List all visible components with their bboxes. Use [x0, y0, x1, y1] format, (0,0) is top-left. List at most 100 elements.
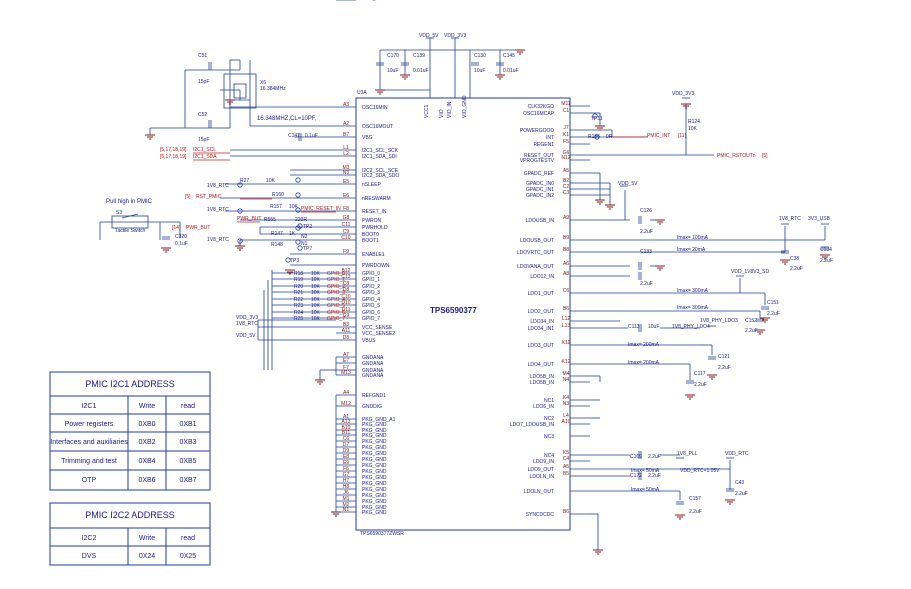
left-pin-name: GNDANA [362, 361, 384, 367]
i2c1-row-read: 0XB5 [179, 458, 196, 465]
right-pin-number: C3 [563, 190, 570, 196]
right-pin-name: NC2 [544, 416, 554, 422]
left-pin-name: PKG_GND [362, 428, 387, 434]
left-pin-name: PKG_GND [362, 499, 387, 505]
test-point [237, 238, 243, 244]
c145-label: C145 [503, 53, 515, 59]
r124-label: R124 [688, 119, 700, 125]
right-pin-number: J7 [563, 125, 569, 131]
left-pin-number: N13 [341, 0, 350, 2]
left-pin-number: E9 [343, 460, 349, 466]
imax-ldousb: Imax= 100mA [677, 235, 709, 241]
right-pin-name: GPADC_IN2 [526, 193, 554, 199]
rail-1v8-phy-ldo4: 1V8_PHY_LDO4 [672, 324, 710, 330]
right-pin-name: LDO9_OUT [528, 467, 554, 473]
left-pin-name: nSLEEP [362, 182, 382, 188]
right-pin-number: M4 [563, 371, 570, 377]
i2c1-row-read: 0XB3 [179, 439, 196, 446]
rail-1v8-rtc-a: 1V8_RTC [207, 183, 229, 189]
right-pin-name: LDO1_OUT [528, 291, 554, 297]
c151-label: C151 [767, 300, 779, 306]
left-pin-number: D9 [343, 448, 350, 454]
left-pin-number: F8 [343, 206, 349, 212]
c133-value: 2.2uF [640, 281, 653, 287]
gpio-resistor-value: 10K [311, 303, 321, 309]
gpio-net-label: GPIO_2 [327, 284, 345, 290]
i2c1-row-read: 0XB1 [179, 421, 196, 428]
r555-label: R555 [264, 217, 276, 223]
left-pin-name: PKG_GND [362, 457, 387, 463]
c130-value: 10uF [474, 68, 485, 74]
right-pin-number: L13 [562, 323, 571, 329]
right-pin-name: LDO5B_IN [530, 380, 555, 386]
c169-label: C169 [630, 454, 642, 460]
gpio-resistor-value: 10K [311, 297, 321, 303]
c139-value: 0.01uF [413, 68, 429, 74]
left-pin-name: PKG_GND [362, 505, 387, 511]
left-pin-name: PKG_GND [362, 445, 387, 451]
left-pin-number: G9 [343, 313, 350, 319]
chip-name: TPS6590377 [430, 306, 477, 315]
c157-value: 2.2uF [689, 509, 702, 515]
i2c1-row-read: 0XB7 [179, 477, 196, 484]
right-pin-name: CLK32KGO [528, 104, 555, 110]
right-pin-number: L12 [562, 316, 571, 322]
left-pin-number: L2 [343, 151, 349, 157]
r27-value: 10K [266, 178, 276, 184]
left-pin-name: PKG_GND [362, 510, 387, 516]
rail-1v8-pll: 1V8_PLL [677, 451, 698, 457]
left-pin-name: VCC_SENSE2 [362, 331, 395, 337]
left-pin-number: M2 [343, 502, 350, 508]
test-point [592, 113, 598, 119]
r27-label: R27 [240, 178, 249, 184]
s3-label: S3 [116, 210, 122, 216]
right-pin-name: LDO34_IN [530, 319, 554, 325]
gpio-resistor-value: 10K [311, 277, 321, 283]
c51-value: 15pF [198, 79, 209, 85]
left-pin-number: C6 [343, 436, 350, 442]
c152-value: 2.2uF [745, 328, 758, 334]
left-pin-name: GPIO_3 [362, 290, 380, 296]
imax-ldovrtc: Imax= 20mA [677, 247, 706, 253]
i2c2-header-write: Write [139, 535, 155, 542]
c134-label: C134 [820, 247, 832, 253]
imax-ldo4: Imax= 200mA [628, 360, 660, 366]
left-pin-name: I2C2_SDA_SDO [362, 173, 399, 179]
c38-value: 2.2uF [790, 266, 803, 272]
right-pin-name: LDOVRTC_OUT [517, 250, 554, 256]
left-pin-number: B11 [342, 430, 351, 436]
right-pin-number: M11 [561, 101, 571, 107]
left-pin-name: PWRON [362, 218, 382, 224]
left-pin-number: A2 [343, 121, 349, 127]
test-point [237, 182, 243, 188]
left-pin-name: GNDANA [362, 355, 384, 361]
i2c2-header-bus: I2C2 [82, 535, 97, 542]
tp7-label: TP7 [303, 246, 312, 252]
left-pin-number: B7 [343, 132, 349, 138]
left-pin-number: D8 [343, 335, 350, 341]
left-pin-number: G8 [343, 215, 350, 221]
left-pin-number: F9 [343, 249, 349, 255]
left-pin-name: PKG_GND [362, 433, 387, 439]
gpio-resistor-label: R22 [294, 297, 303, 303]
c147-label: C147 [288, 133, 300, 139]
left-pin-name: PKG_GND [362, 451, 387, 457]
pin-vcc1: VCC1 [424, 104, 430, 118]
left-pin-name: RESET_IN [362, 209, 387, 215]
left-pin-number: H8 [343, 484, 350, 490]
gpio-resistor-label: R24 [294, 310, 303, 316]
right-pin-number: G6 [563, 150, 570, 156]
chip-part: TPS6590377ZWSR [360, 531, 404, 537]
left-pin-number: C8 [343, 281, 350, 287]
right-pin-number: C1 [563, 108, 570, 114]
c170-value: 10uF [387, 68, 398, 74]
i2c1-row-name: Trimming and test [61, 458, 117, 465]
c170-label: C170 [387, 53, 399, 59]
right-pin-number: K5 [563, 450, 569, 456]
pwr-but-ref: [14] [172, 225, 181, 231]
i2c1-row-write: 0XB2 [138, 439, 155, 446]
left-pin-name: PKG_GND_A1 [362, 417, 396, 423]
tp11-label: TP11 [591, 116, 603, 122]
right-pin-number: C2 [563, 184, 570, 190]
